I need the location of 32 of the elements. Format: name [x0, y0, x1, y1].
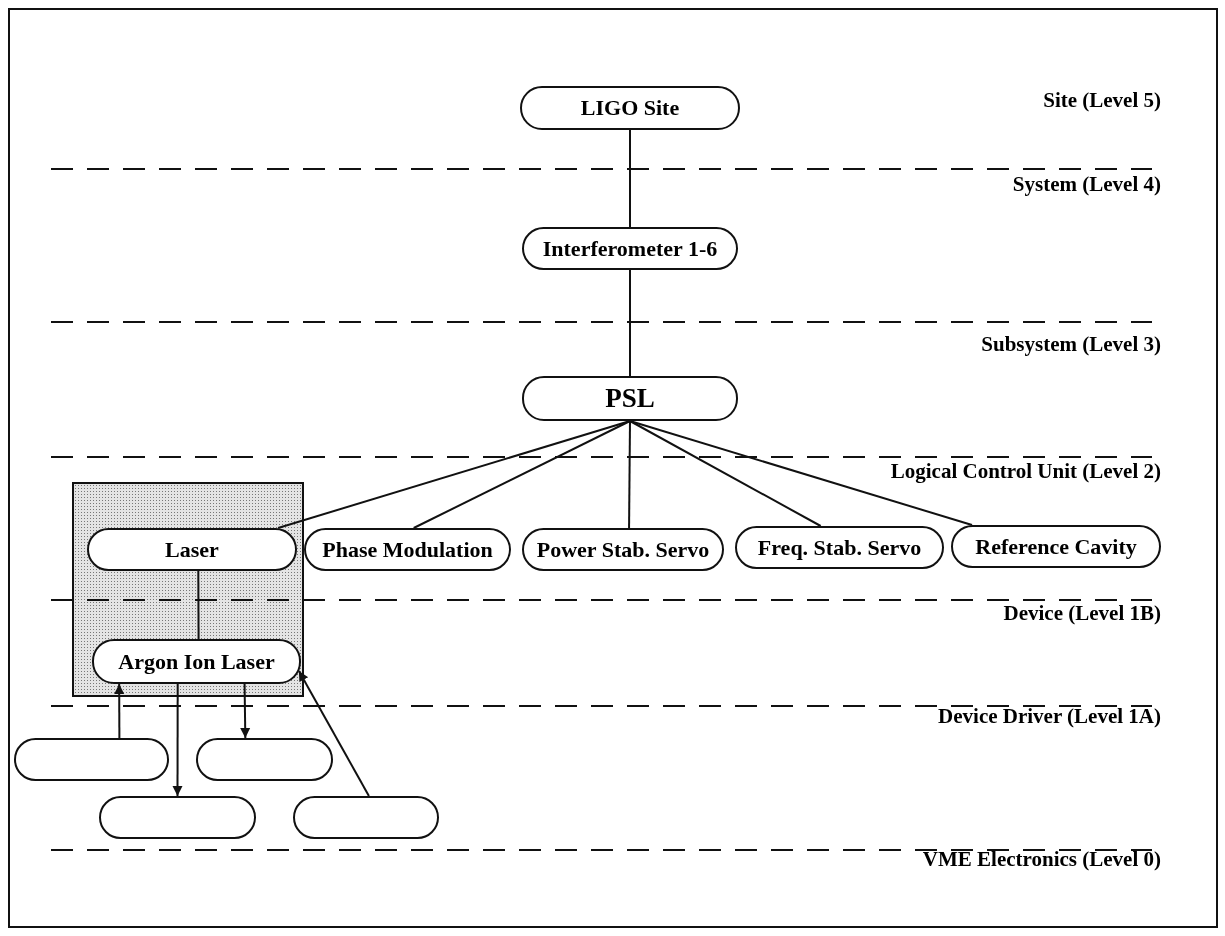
level-label: System (Level 4) — [1012, 172, 1161, 197]
control-unit-node: Laser — [87, 528, 297, 571]
connector-line — [629, 269, 631, 377]
control-unit-node: Reference Cavity — [951, 525, 1161, 568]
connector-line — [629, 420, 822, 527]
control-unit-node: Freq. Stab. Servo — [735, 526, 944, 569]
site-node: LIGO Site — [520, 86, 740, 130]
subsystem-node: PSL — [522, 376, 738, 421]
connector-line — [412, 420, 631, 529]
level-label: VME Electronics (Level 0) — [922, 847, 1161, 872]
control-unit-node: Power Stab. Servo — [522, 528, 724, 571]
level-label: Logical Control Unit (Level 2) — [890, 459, 1161, 484]
arrow — [114, 683, 125, 739]
connector-line — [629, 129, 631, 228]
level-label: Device Driver (Level 1A) — [938, 704, 1161, 729]
connector-line — [197, 570, 200, 640]
driver-node — [293, 796, 439, 839]
arrow — [172, 683, 183, 797]
arrow — [297, 669, 370, 797]
shaded-group-box — [72, 482, 304, 697]
level-label: Subsystem (Level 3) — [981, 332, 1161, 357]
driver-node — [196, 738, 333, 781]
connector-line — [628, 420, 631, 529]
connector-line — [629, 420, 973, 526]
system-node: Interferometer 1-6 — [522, 227, 738, 270]
driver-node — [14, 738, 169, 781]
control-unit-node: Phase Modulation — [304, 528, 511, 571]
driver-node — [99, 796, 256, 839]
arrow — [240, 683, 251, 739]
level-label: Site (Level 5) — [1043, 88, 1161, 113]
level-label: Device (Level 1B) — [1003, 601, 1161, 626]
device-node: Argon Ion Laser — [92, 639, 301, 684]
